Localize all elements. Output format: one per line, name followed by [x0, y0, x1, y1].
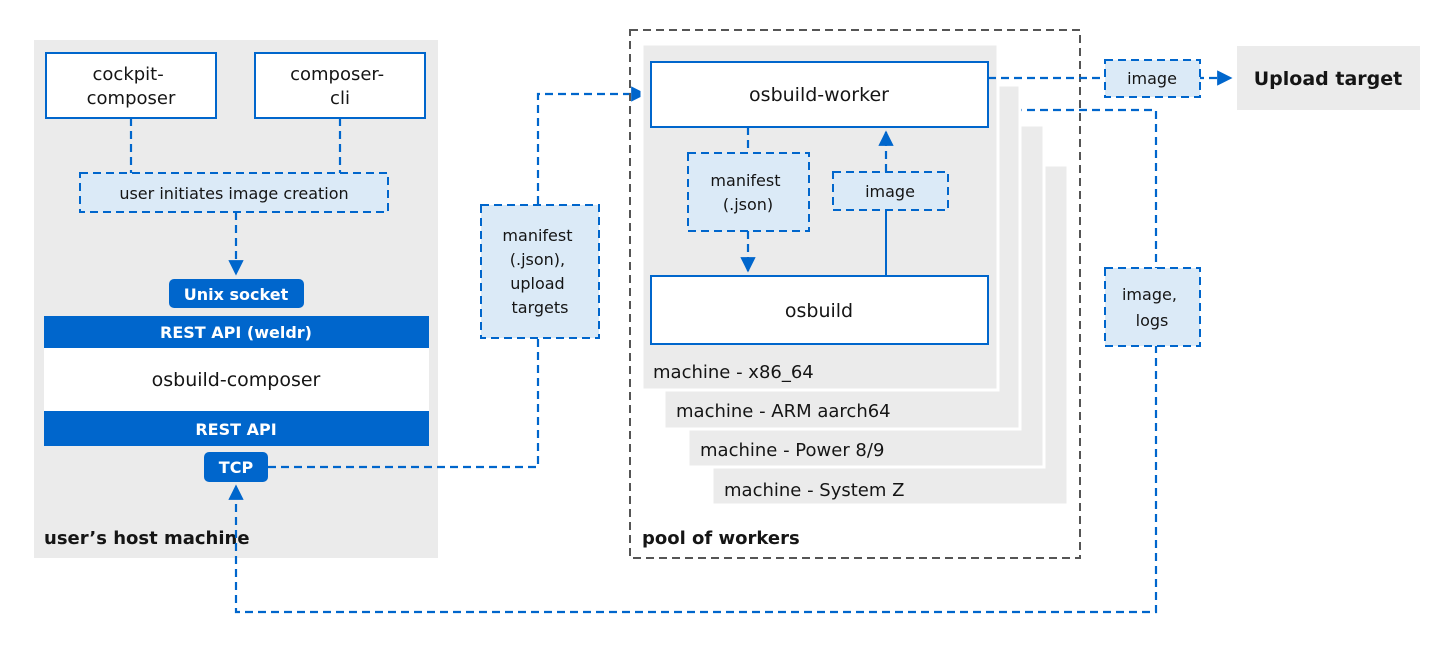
composer-cli-label: composer- cli	[290, 64, 390, 109]
image-logs-label: image, logs	[1122, 285, 1182, 330]
cockpit-composer-box[interactable]	[45, 52, 217, 119]
manifest-upload-label: manifest (.json), upload targets	[502, 226, 577, 317]
upload-target-label: Upload target	[1254, 68, 1402, 90]
image-box-internal	[832, 171, 949, 211]
results-return-path	[228, 108, 1158, 614]
image-logs-box	[1104, 267, 1201, 347]
manifest-upload-box	[480, 204, 600, 339]
machine-power-label: machine - Power 8/9	[700, 440, 884, 461]
machine-system-z-label: machine - System Z	[724, 480, 904, 501]
osbuild-worker-box[interactable]	[650, 61, 989, 128]
osbuild-composer-box[interactable]	[44, 348, 429, 411]
cockpit-composer-label: cockpit- composer	[87, 64, 176, 109]
manifest-json-label: manifest (.json)	[710, 171, 785, 214]
osbuild-label: osbuild	[785, 300, 853, 322]
rest-api-weldr-bar	[44, 316, 429, 348]
unix-socket-badge	[169, 279, 304, 308]
composer-cli-box[interactable]	[254, 52, 426, 119]
image-internal-label: image	[865, 182, 915, 201]
machine-x86-label: machine - x86_64	[653, 362, 814, 383]
image-upload-box	[1104, 59, 1201, 98]
tcp-badge	[204, 452, 268, 482]
user-initiates-label: user initiates image creation	[119, 184, 348, 203]
rest-api-bar	[44, 411, 429, 446]
osbuild-worker-label: osbuild-worker	[749, 84, 889, 106]
machine-arm-label: machine - ARM aarch64	[676, 401, 891, 422]
pool-of-workers-label: pool of workers	[642, 528, 800, 549]
osbuild-box[interactable]	[650, 275, 989, 345]
user-initiates-box	[79, 172, 389, 213]
rest-api-label: REST API	[195, 420, 276, 439]
upload-target-box	[1237, 46, 1420, 110]
host-machine-label: user’s host machine	[44, 528, 250, 549]
unix-socket-label: Unix socket	[184, 285, 289, 304]
pool-of-workers-region	[629, 29, 1081, 559]
image-upload-label: image	[1127, 69, 1177, 88]
osbuild-composer-label: osbuild-composer	[152, 369, 321, 391]
tcp-label: TCP	[219, 458, 254, 477]
manifest-json-box	[687, 152, 810, 232]
rest-api-weldr-label: REST API (weldr)	[160, 323, 312, 342]
